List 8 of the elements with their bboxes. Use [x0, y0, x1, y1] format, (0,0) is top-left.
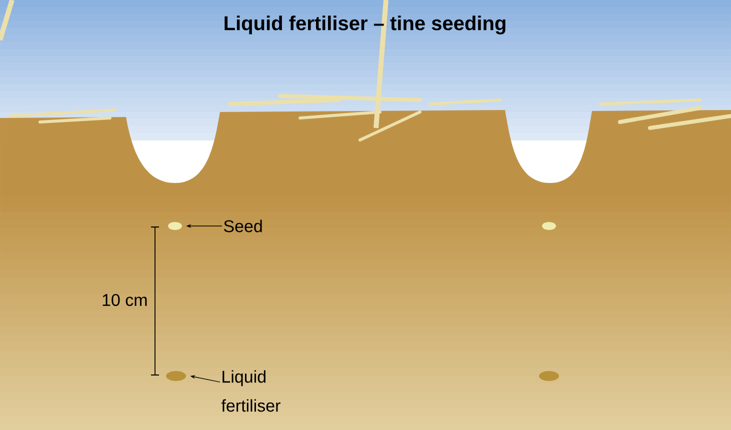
- fertiliser-band: [166, 371, 186, 381]
- fertiliser-band: [539, 371, 559, 381]
- title: Liquid fertiliser – tine seeding: [224, 16, 506, 34]
- callout-text: Liquid fertiliser: [221, 370, 280, 412]
- dimension-label: 10 cm: [102, 294, 147, 306]
- seed: [168, 222, 182, 230]
- seed: [542, 222, 556, 230]
- callout-text: Seed: [224, 220, 262, 232]
